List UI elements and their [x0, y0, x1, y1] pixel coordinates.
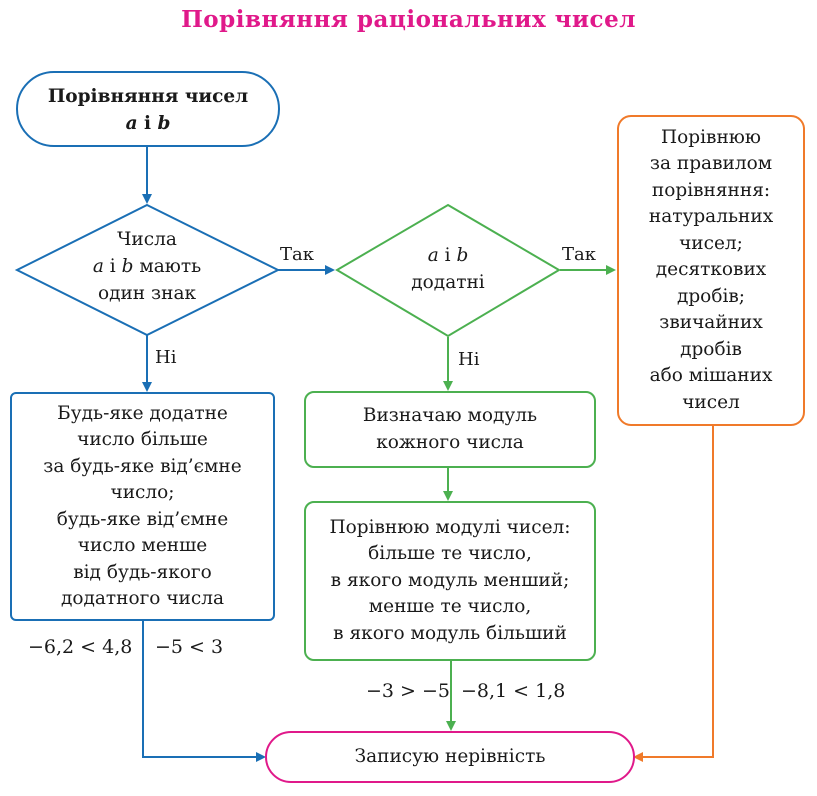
rule-opposite-line: будь-яке від’ємне — [56, 508, 229, 530]
rule-positive-line: дробів; — [676, 285, 746, 307]
step-modulus-line: кожного числа — [376, 431, 524, 453]
conj: і — [109, 256, 116, 277]
example-left-2: −5 < 3 — [155, 636, 224, 658]
step-compare-line: більше те число, — [368, 543, 532, 565]
var-b: b — [121, 256, 134, 277]
step-modulus-line: Визначаю модуль — [362, 405, 538, 426]
decision-positive — [335, 203, 561, 338]
end-label: Записую нерівність — [354, 746, 546, 767]
rule-positive-line: натуральних — [648, 206, 774, 228]
rule-opposite-signs-box: Будь-яке додатне число більше за будь-як… — [10, 392, 275, 621]
rule-positive-line: або мішаних — [649, 365, 773, 387]
example-middle-1: −3 > −5 — [366, 680, 451, 702]
rule-positive-line: чисел — [682, 391, 740, 413]
step-compare-line: Порівнюю модулі чисел: — [329, 516, 571, 538]
start-line1: Порівняння чисел — [47, 86, 249, 107]
rule-positive-line: чисел; — [679, 232, 743, 254]
label-yes-2: Так — [562, 244, 596, 265]
var-a: a — [92, 256, 104, 277]
rule-opposite-line: додатного числа — [60, 588, 225, 609]
rule-opposite-line: від будь-якого — [73, 561, 212, 583]
decision-same-sign — [14, 203, 281, 337]
decision-sign-line1: Числа — [117, 229, 177, 250]
rule-opposite-line: число більше — [77, 429, 208, 450]
start-terminal — [16, 71, 280, 147]
rule-opposite-line: число; — [110, 482, 175, 503]
rule-opposite-line: за будь-яке від’ємне — [43, 455, 242, 477]
step-compare-line: в якого модуль більший — [333, 622, 567, 644]
step-modulus-box: Визначаю модуль кожного числа — [304, 391, 596, 468]
rule-positive-line: Порівнюю — [661, 126, 761, 148]
rule-positive-line: десяткових — [655, 259, 767, 281]
var-a: a — [125, 113, 138, 134]
arrow-left-to-end — [142, 621, 266, 762]
decision-positive-line2: додатні — [411, 272, 485, 293]
decision-positive-line1: a і b — [368, 242, 528, 269]
example-middle-2: −8,1 < 1,8 — [461, 680, 566, 702]
rule-positive-box: Порівнюю за правилом порівняння: натурал… — [617, 115, 805, 426]
rule-positive-line: звичайних — [659, 312, 763, 334]
rule-opposite-line: число менше — [77, 535, 208, 556]
decision-sign-rest: мають — [139, 256, 202, 277]
decision-positive-label: a і b додатні — [368, 242, 528, 296]
arrow-right-to-end — [633, 425, 714, 762]
rule-opposite-line: Будь-яке додатне — [57, 402, 228, 424]
decision-same-sign-label: Числа a і b мають один знак — [40, 226, 254, 307]
conj: і — [144, 113, 152, 134]
var-a: a — [427, 245, 439, 266]
start-label: Порівняння чисел a і b — [17, 83, 279, 137]
page-title: Порівняння раціональних чисел — [181, 6, 636, 33]
label-no-1: Ні — [155, 347, 177, 368]
step-compare-line: менше те число, — [368, 596, 532, 618]
label-no-2: Ні — [458, 349, 480, 370]
var-b: b — [157, 113, 171, 134]
end-terminal — [265, 731, 635, 783]
step-compare-line: в якого модуль менший; — [330, 569, 570, 591]
var-b: b — [456, 245, 469, 266]
rule-positive-line: порівняння: — [651, 179, 771, 201]
label-yes-1: Так — [280, 244, 314, 265]
rule-positive-line: дробів — [680, 338, 742, 360]
decision-sign-line3: один знак — [97, 283, 197, 304]
step-compare-modulus-box: Порівнюю модулі чисел: більше те число, … — [304, 501, 596, 661]
rule-positive-line: за правилом — [649, 153, 773, 175]
example-left-1: −6,2 < 4,8 — [28, 636, 133, 658]
conj: і — [444, 245, 451, 266]
start-line2: a і b — [17, 110, 279, 137]
decision-sign-line2: a і b мають — [40, 253, 254, 280]
